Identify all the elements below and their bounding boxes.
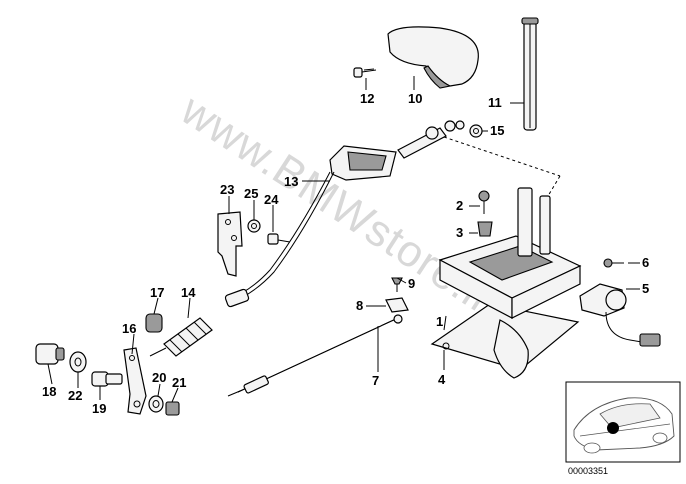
knob-screw-part xyxy=(353,67,377,78)
callout-4: 4 xyxy=(438,372,446,387)
callout-13: 13 xyxy=(284,174,298,189)
bracket-bolt-part xyxy=(267,233,291,245)
leader-lines xyxy=(47,76,640,403)
selector-rod-part xyxy=(521,17,539,131)
cable-end-fitting-part xyxy=(397,120,465,159)
callout-3: 3 xyxy=(456,225,463,240)
diagram-reference-number: 00003351 xyxy=(568,466,608,476)
bushing-part xyxy=(145,313,163,333)
mounting-bracket-part xyxy=(217,211,243,277)
callout-22: 22 xyxy=(68,388,82,403)
callout-12: 12 xyxy=(360,91,374,106)
shift-cable-part xyxy=(224,171,335,308)
lever-nut-part xyxy=(165,401,180,416)
location-marker-dot xyxy=(607,422,619,434)
callout-23: 23 xyxy=(220,182,234,197)
selector-switch-part xyxy=(579,283,661,347)
shift-lever-arm-part xyxy=(123,347,147,415)
shift-knob-part xyxy=(387,26,479,89)
callout-labels: 1 2 3 4 5 6 7 8 9 10 11 12 13 14 15 16 1… xyxy=(42,91,649,416)
washer-part xyxy=(469,124,483,138)
callout-20: 20 xyxy=(152,370,166,385)
pivot-washer-part xyxy=(69,351,87,373)
callout-1: 1 xyxy=(436,314,443,329)
location-inset xyxy=(565,381,681,463)
cable-bellows-part xyxy=(149,317,213,357)
callout-5: 5 xyxy=(642,281,649,296)
pivot-pin-part xyxy=(91,371,123,387)
callout-16: 16 xyxy=(122,321,136,336)
callout-11: 11 xyxy=(488,95,502,110)
callout-10: 10 xyxy=(408,91,422,106)
housing-clip-part xyxy=(477,221,493,237)
callout-8: 8 xyxy=(356,298,363,313)
callout-24: 24 xyxy=(264,192,279,207)
watermark-text: www.BMWstore.ir xyxy=(172,85,503,324)
callout-17: 17 xyxy=(150,285,164,300)
callout-25: 25 xyxy=(244,186,258,201)
callout-6: 6 xyxy=(642,255,649,270)
housing-screw-part xyxy=(478,190,490,214)
lever-washer-part xyxy=(148,395,164,413)
bracket-nut-part xyxy=(247,219,261,233)
callout-7: 7 xyxy=(372,373,379,388)
callout-18: 18 xyxy=(42,384,56,399)
shifter-housing-part xyxy=(438,187,582,379)
callout-9: 9 xyxy=(408,276,415,291)
pivot-bolt-part xyxy=(35,343,65,365)
shift-rod-part xyxy=(227,314,403,397)
callout-14: 14 xyxy=(181,285,196,300)
rod-clip-part xyxy=(385,297,409,313)
callout-2: 2 xyxy=(456,198,463,213)
callout-19: 19 xyxy=(92,401,106,416)
switch-screw-part xyxy=(603,258,624,268)
callout-15: 15 xyxy=(490,123,504,138)
cable-bracket-part xyxy=(329,145,397,181)
callout-21: 21 xyxy=(172,375,186,390)
car-location-icon xyxy=(573,397,675,454)
